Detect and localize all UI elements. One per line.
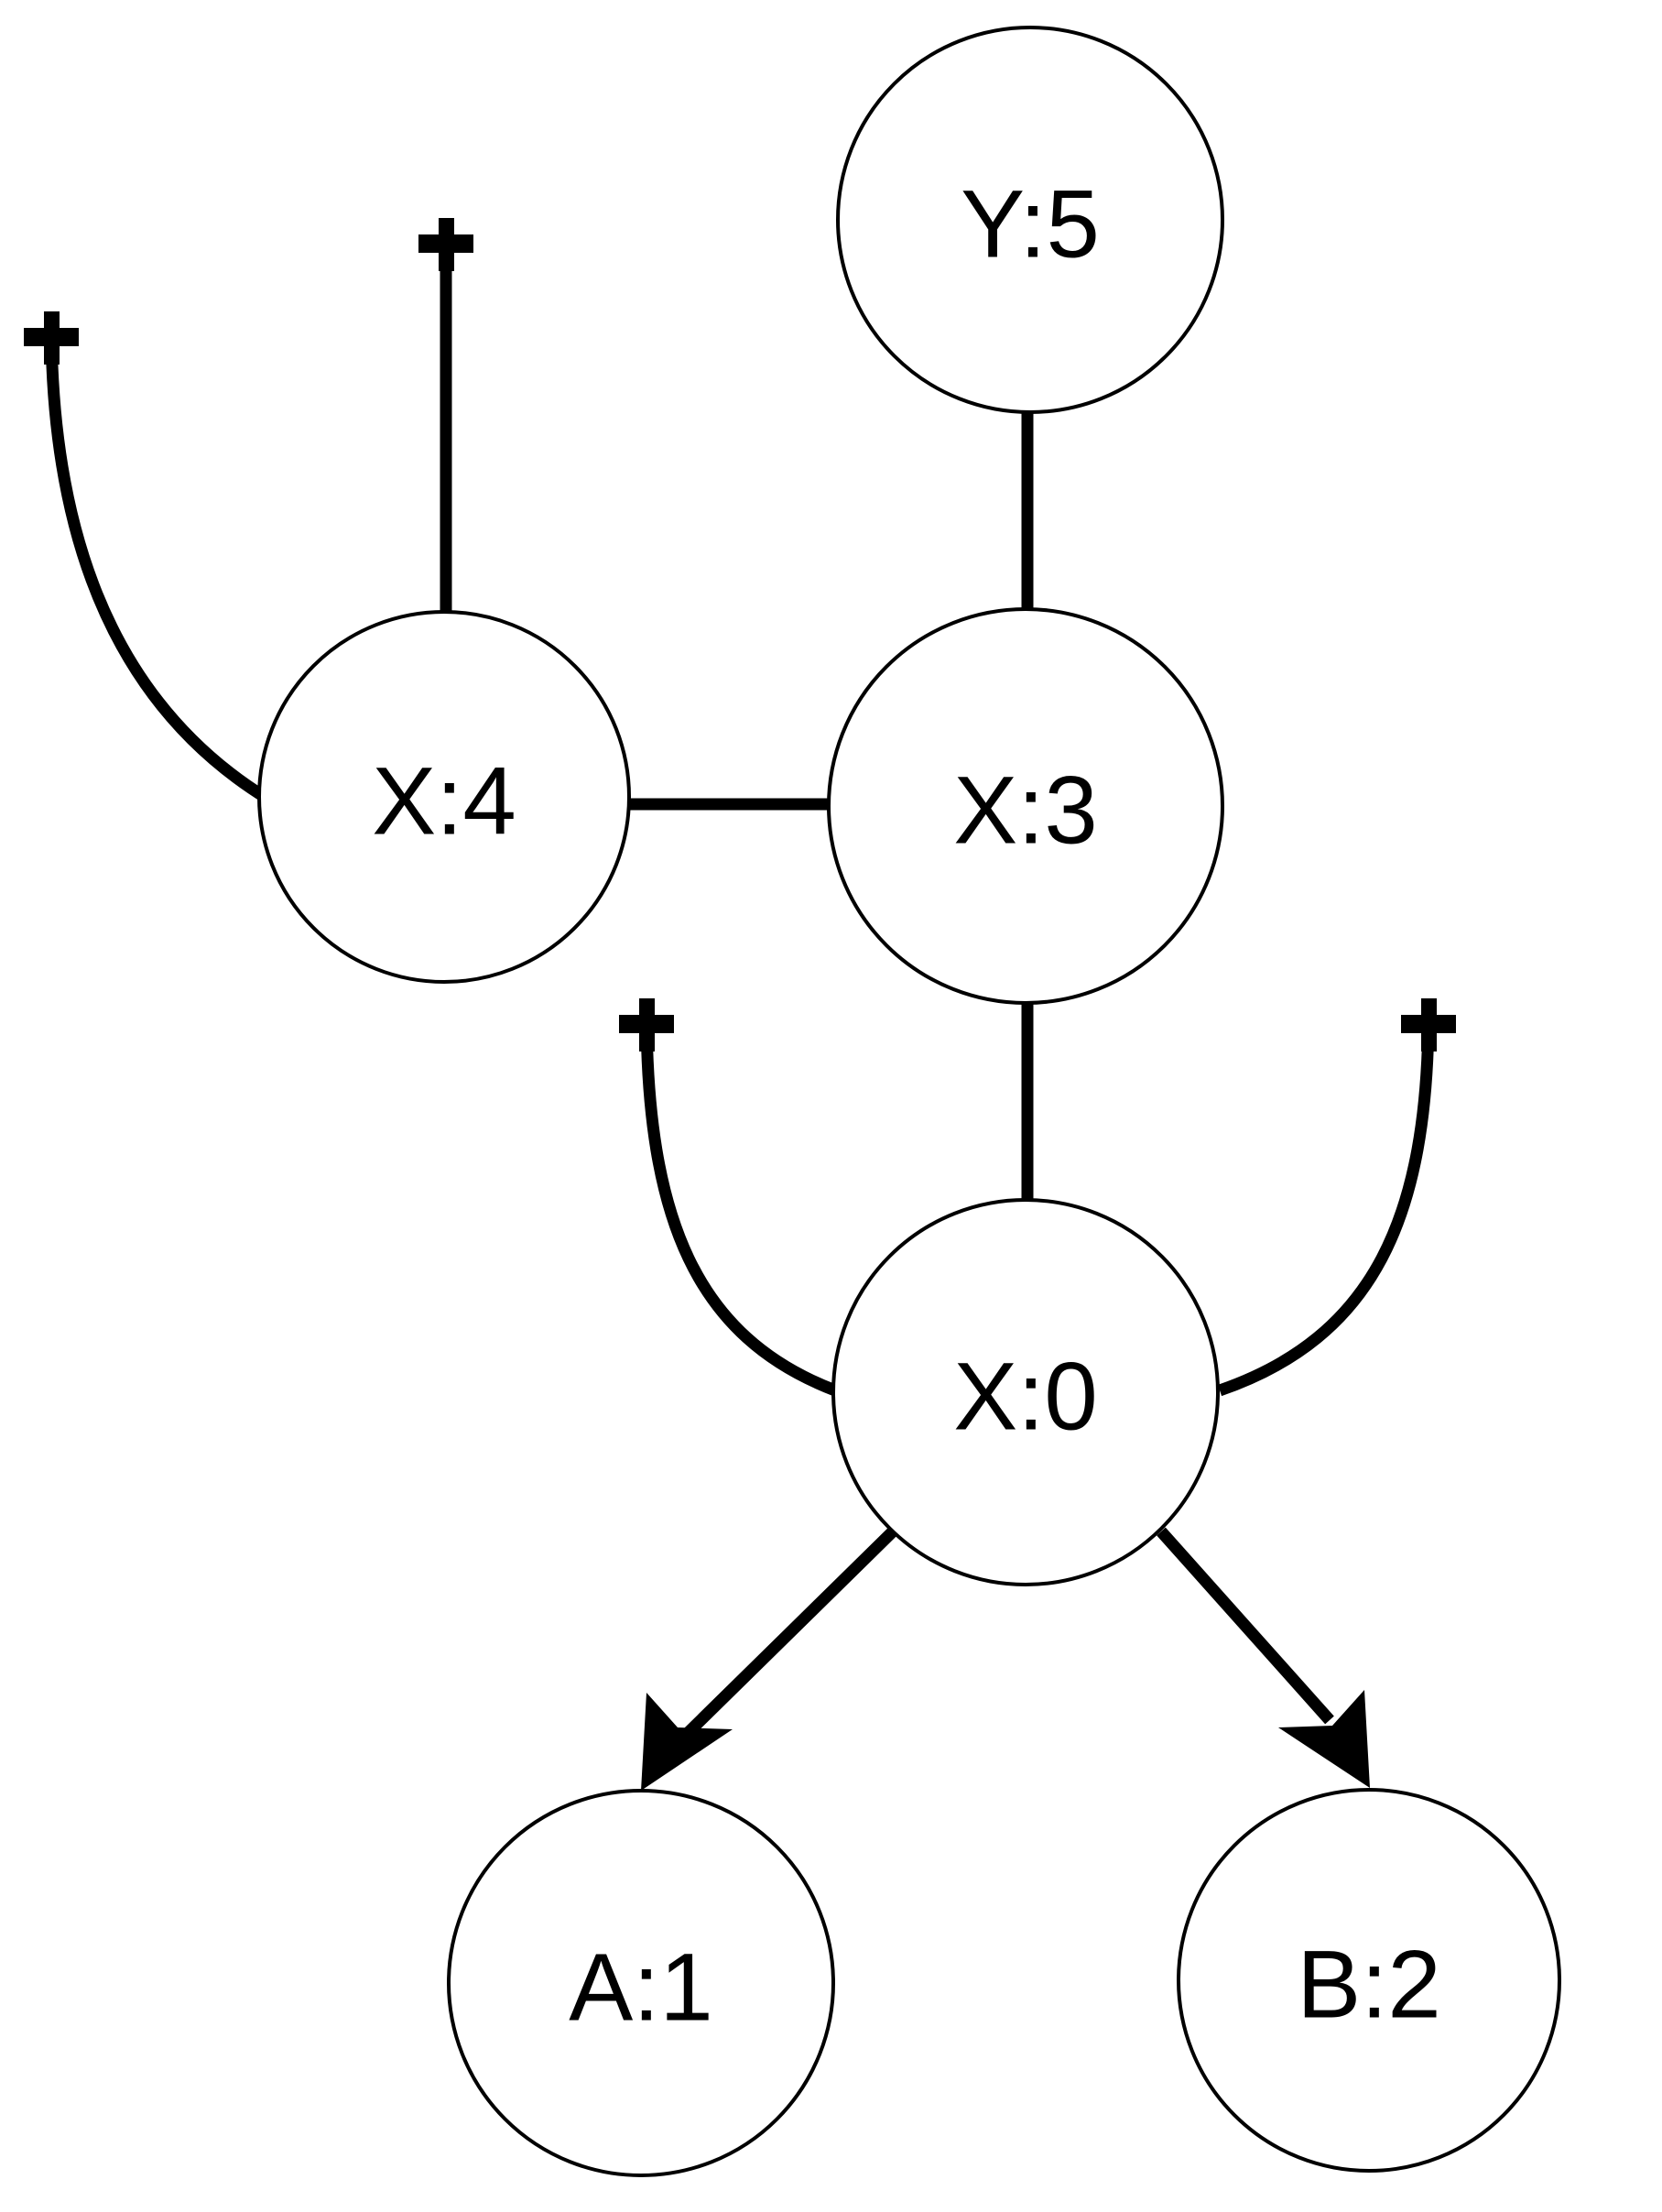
arrowhead-icon-b2 (1278, 1690, 1370, 1788)
node-y5[interactable]: Y:5 (836, 26, 1224, 414)
stub-x4-left-curve (45, 321, 271, 804)
node-a1[interactable]: A:1 (447, 1789, 835, 2177)
circle-node-icon-y5 (836, 26, 1224, 414)
plus-cross-icon-x4-left (24, 311, 79, 365)
node-label-x3: X:3 (953, 757, 1098, 865)
node-label-x0: X:0 (953, 1344, 1098, 1451)
stub-x0-right-curve (1217, 1008, 1435, 1397)
stub-x0-left-curve (640, 1008, 838, 1397)
edge-x0-a1-shaft (678, 1527, 897, 1743)
plus-cross-icon-x0-right (1401, 998, 1456, 1052)
node-label-x4: X:4 (372, 748, 516, 855)
node-label-b2: B:2 (1297, 1932, 1441, 2039)
arrowhead-icon-a1 (641, 1693, 733, 1791)
edge-x0-b2-shaft (1157, 1527, 1334, 1725)
circle-node-icon-b2 (1177, 1788, 1561, 2173)
stub-x4-top[interactable] (418, 218, 473, 616)
node-x4[interactable]: X:4 (257, 610, 631, 984)
circle-node-icon-x0 (831, 1198, 1220, 1586)
circle-node-icon-x3 (827, 607, 1224, 1005)
stub-x0-left[interactable] (619, 998, 838, 1397)
node-x0[interactable]: X:0 (831, 1198, 1220, 1586)
node-label-a1: A:1 (569, 1934, 713, 2042)
circle-node-icon-a1 (447, 1789, 835, 2177)
circle-node-icon-x4 (257, 610, 631, 984)
plus-cross-icon-x0-left (619, 998, 674, 1052)
edge-x0-a1[interactable] (641, 1527, 897, 1791)
stub-x4-left[interactable] (24, 311, 271, 804)
plus-cross-icon-x4-top (418, 218, 473, 271)
edge-x0-b2[interactable] (1157, 1527, 1370, 1788)
node-x3[interactable]: X:3 (827, 607, 1224, 1005)
node-label-y5: Y:5 (961, 171, 1100, 278)
node-b2[interactable]: B:2 (1177, 1788, 1561, 2173)
stub-x0-right[interactable] (1217, 998, 1456, 1397)
